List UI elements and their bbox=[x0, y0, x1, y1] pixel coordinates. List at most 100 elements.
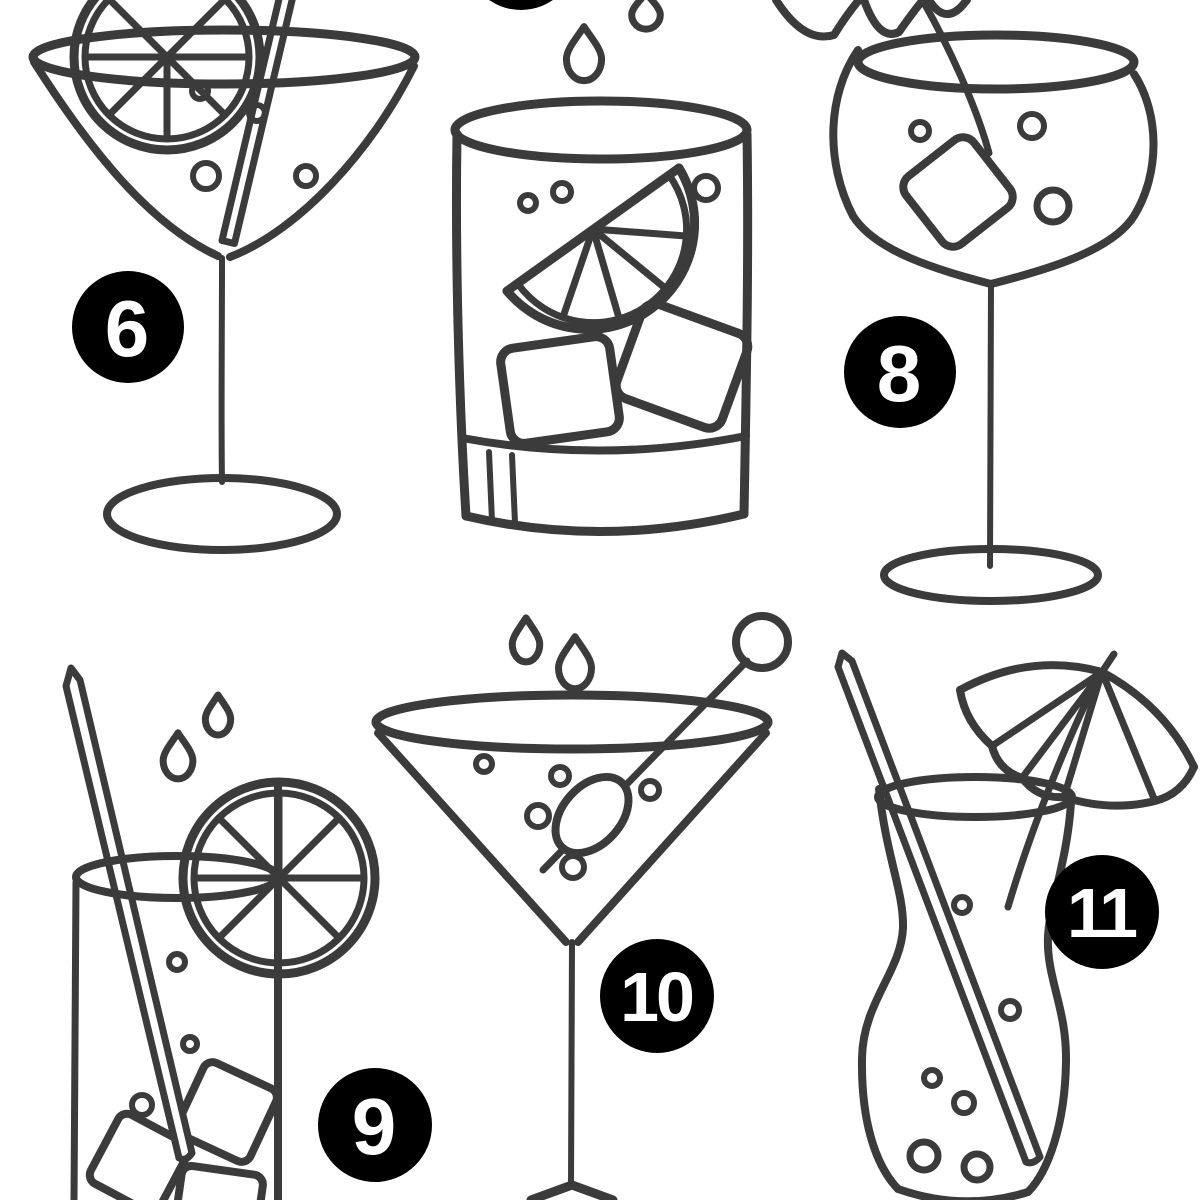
drop-icon bbox=[163, 733, 193, 779]
glass-reflection bbox=[486, 449, 495, 524]
umbrella-icon bbox=[772, 0, 993, 157]
citrus-wheel-icon bbox=[178, 777, 380, 979]
badge-number: 11 bbox=[1067, 874, 1136, 952]
splash-drops bbox=[163, 695, 231, 779]
slice-rind-outer bbox=[502, 163, 700, 334]
ice-cube-icon bbox=[173, 1058, 281, 1166]
glass-foot bbox=[880, 545, 1102, 605]
drop-icon bbox=[559, 637, 592, 689]
bubble bbox=[638, 778, 662, 802]
badge-circle bbox=[318, 1068, 432, 1182]
glass-bottom bbox=[894, 1185, 1032, 1200]
badge-number: 10 bbox=[620, 958, 693, 1036]
drop-icon bbox=[205, 695, 230, 735]
badge-11: 11 bbox=[1045, 855, 1159, 969]
cocktail-collins: 9 bbox=[62, 664, 432, 1200]
umbrella-stick bbox=[1004, 650, 1118, 911]
bubble bbox=[998, 998, 1022, 1022]
drop-icon bbox=[512, 618, 540, 662]
bubble bbox=[246, 102, 268, 124]
cocktail-coupe: 8 bbox=[772, 0, 1158, 605]
cropped-badge-circle bbox=[489, 0, 553, 10]
cone-left-wall bbox=[374, 729, 570, 946]
cone-right-wall bbox=[574, 729, 770, 946]
umbrella-icon bbox=[956, 650, 1198, 911]
glass-foot bbox=[526, 1180, 618, 1200]
glass-stem bbox=[568, 939, 575, 1189]
olive bbox=[551, 772, 633, 858]
straw-icon bbox=[62, 664, 196, 1163]
bowl-right-wall bbox=[987, 70, 1158, 288]
glass-base-line bbox=[458, 432, 750, 455]
straw-icon bbox=[834, 649, 1044, 1167]
badge-6: 6 bbox=[72, 271, 184, 383]
bubble bbox=[908, 119, 932, 143]
badge-8: 8 bbox=[844, 316, 956, 428]
bubble bbox=[960, 1150, 994, 1184]
slice-segments bbox=[559, 225, 690, 322]
citrus-wheel-spokes bbox=[190, 789, 368, 942]
bubble bbox=[189, 80, 211, 102]
umbrella-stick bbox=[919, 0, 993, 157]
glass-rim bbox=[450, 96, 752, 164]
bubble bbox=[166, 951, 188, 973]
bowl-left-wall bbox=[30, 58, 222, 260]
bubble bbox=[190, 160, 222, 192]
bowl-left-wall bbox=[829, 46, 995, 288]
glass-right-wall bbox=[739, 129, 753, 519]
glass-left-wall bbox=[70, 878, 80, 1200]
glass-reflection bbox=[509, 452, 518, 526]
splash-drops bbox=[512, 618, 591, 689]
ice-cube-icon bbox=[85, 1109, 193, 1200]
pick-ball bbox=[732, 612, 792, 672]
bubble bbox=[293, 163, 319, 189]
cocktail-rocks bbox=[450, 0, 753, 537]
umbrella-scallop bbox=[772, 0, 863, 41]
cocktail-martini: 10 bbox=[371, 612, 792, 1200]
glass-bottom bbox=[461, 509, 749, 537]
cocktail-margarita: 6 bbox=[28, 0, 420, 554]
badge-10: 10 bbox=[600, 939, 714, 1053]
badge-number: 8 bbox=[877, 329, 922, 418]
badge-circle bbox=[600, 939, 714, 1053]
bubbles bbox=[906, 894, 1022, 1184]
cocktail-hurricane: 11 bbox=[834, 649, 1198, 1200]
glass-rim bbox=[28, 25, 420, 89]
bubble bbox=[129, 1092, 155, 1118]
bubbles bbox=[129, 951, 200, 1118]
citrus-wheel-outer bbox=[178, 777, 380, 979]
bubble bbox=[180, 1034, 200, 1054]
bubble bbox=[691, 173, 721, 203]
bubble bbox=[559, 853, 587, 881]
bubble bbox=[1033, 186, 1073, 226]
drop-icon bbox=[566, 27, 601, 81]
umbrella-scallop bbox=[925, 0, 971, 18]
bubble bbox=[1017, 111, 1047, 141]
bubble bbox=[951, 1090, 977, 1116]
ice-cube-icon bbox=[169, 1161, 267, 1200]
bubble bbox=[548, 764, 572, 788]
badge-number: 6 bbox=[105, 284, 150, 373]
citrus-wheel-spokes bbox=[81, 0, 253, 143]
badge-number: 9 bbox=[352, 1082, 397, 1171]
glass-left-wall bbox=[451, 129, 471, 521]
ice-cube-icon bbox=[611, 299, 753, 433]
badge-9: 9 bbox=[318, 1068, 432, 1182]
splash-drops bbox=[566, 0, 660, 81]
bubble bbox=[550, 180, 574, 204]
bubble bbox=[921, 1067, 943, 1089]
citrus-wheel-outer bbox=[69, 0, 265, 155]
glass-rim bbox=[371, 690, 773, 754]
ice-cube-icon bbox=[899, 133, 1017, 251]
glass-left-wall bbox=[857, 785, 908, 1193]
bubble bbox=[951, 894, 973, 916]
bubble bbox=[473, 753, 495, 775]
drop-icon bbox=[632, 0, 661, 29]
orange-slice-icon bbox=[502, 163, 700, 334]
bubbles bbox=[517, 173, 721, 214]
bowl-right-wall bbox=[226, 62, 418, 261]
glass-rim bbox=[853, 30, 1139, 94]
bubbles bbox=[189, 80, 319, 192]
